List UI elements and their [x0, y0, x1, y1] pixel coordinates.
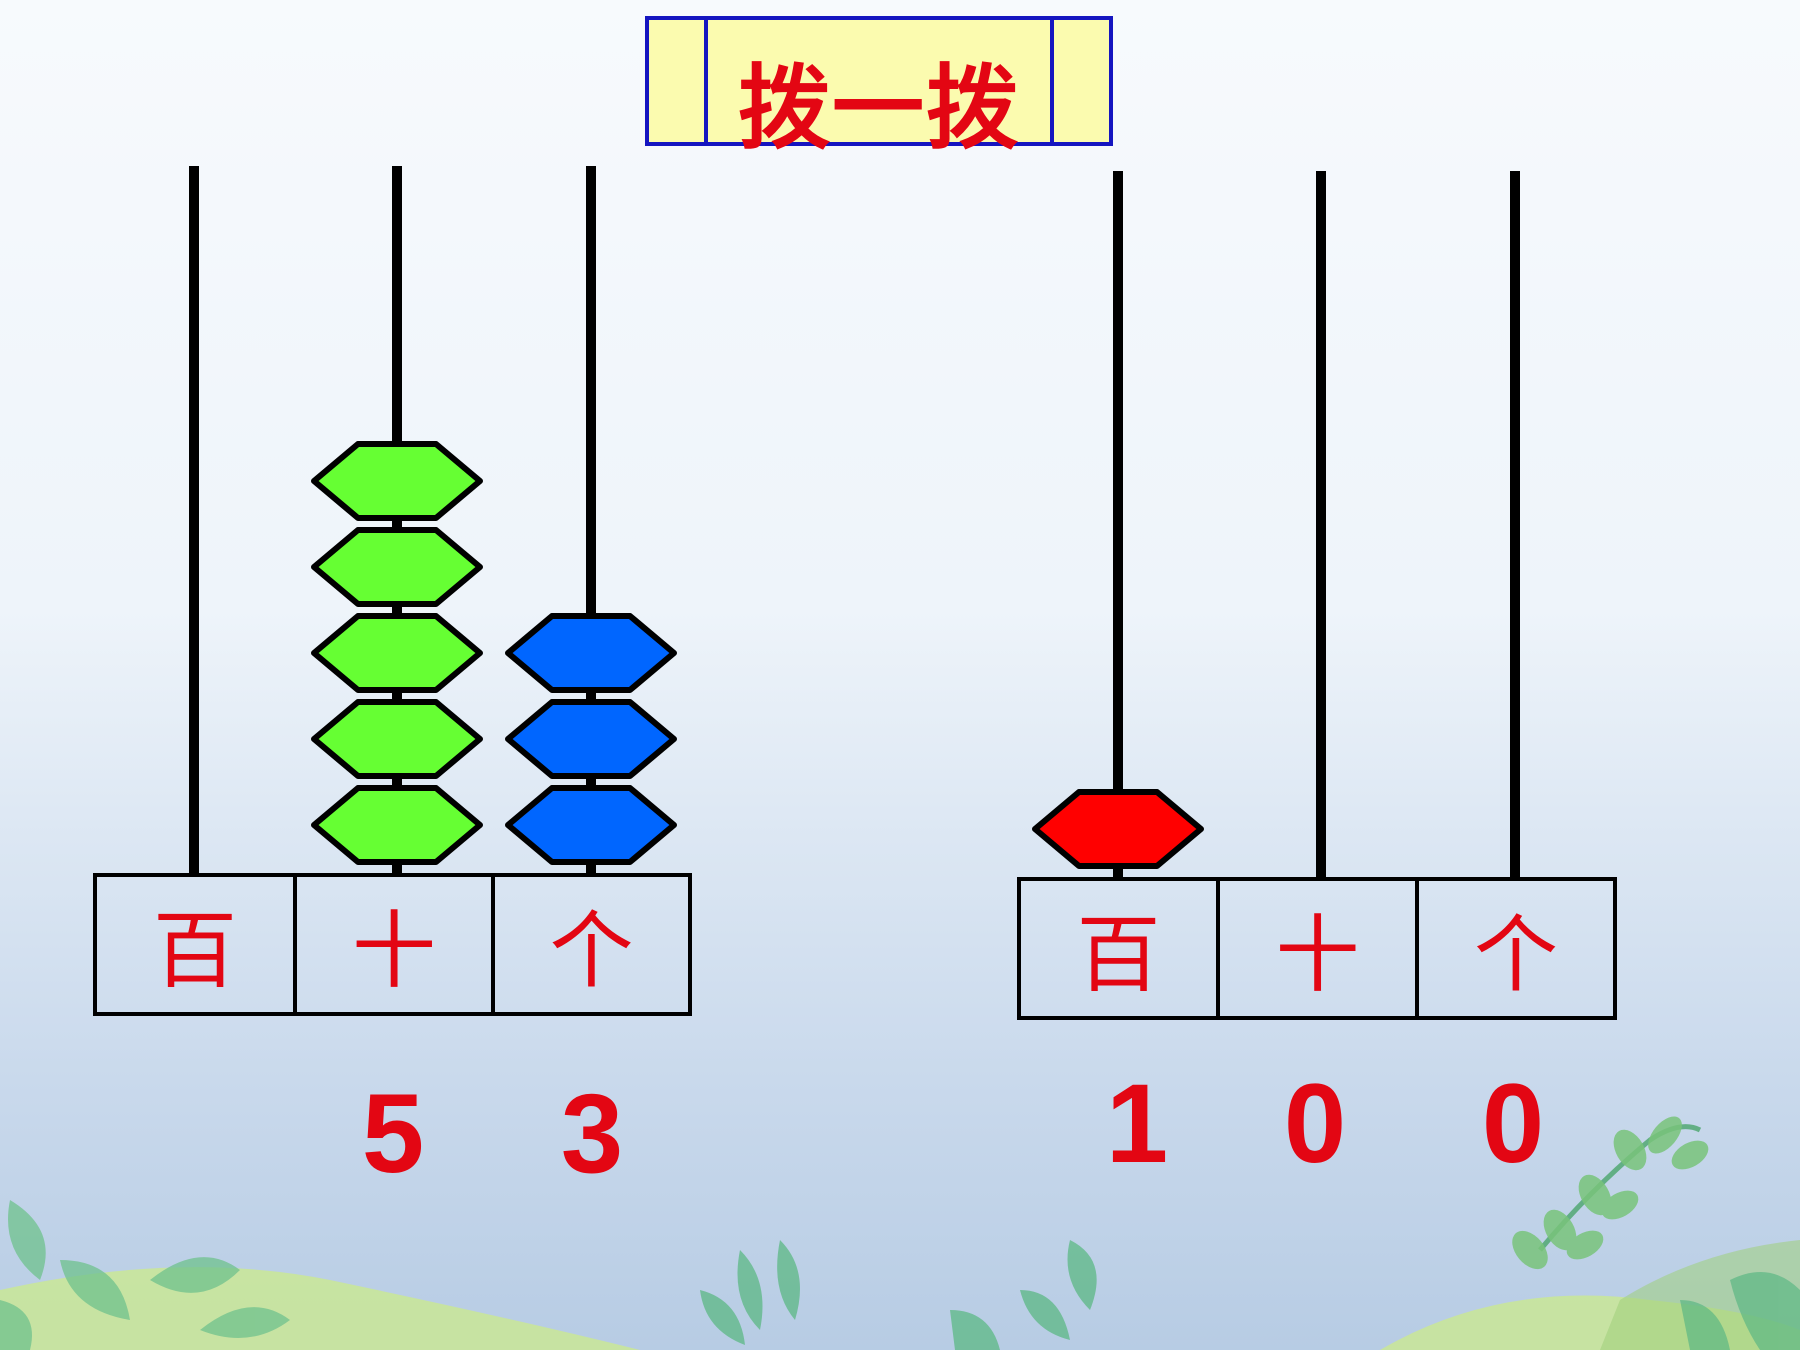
abacus-1-hundreds-box: 百 [93, 873, 297, 1016]
abacus-2-tens-label: 十 [1275, 906, 1360, 1004]
abacus-2-ones-box: 个 [1415, 877, 1617, 1020]
leaf-decoration-left [0, 1200, 290, 1350]
abacus-2-hundreds-bead[interactable] [1032, 789, 1204, 869]
abacus-1-hundreds-label: 百 [152, 902, 237, 1000]
abacus-2-hundreds-box: 百 [1017, 877, 1220, 1020]
abacus-2-ones-digit: 0 [1481, 1061, 1545, 1186]
abacus-1-tens-bead[interactable] [311, 613, 483, 693]
abacus-1-tens-box: 十 [293, 873, 495, 1016]
abacus-1-ones-box: 个 [491, 873, 692, 1016]
abacus-2-tens-box: 十 [1216, 877, 1419, 1020]
abacus-1-tens-bead[interactable] [311, 441, 483, 521]
abacus-1-ones-label: 个 [549, 902, 634, 1000]
leaf-decoration-center [700, 1240, 1097, 1350]
abacus-2-tens-digit: 0 [1283, 1061, 1347, 1186]
abacus-2-ones-label: 个 [1473, 906, 1558, 1004]
abacus-1-ones-bead[interactable] [505, 699, 677, 779]
title-banner: 拨一拨 [645, 16, 1113, 162]
abacus-1-tens-digit: 5 [361, 1071, 425, 1196]
abacus-2-hundreds-digit: 1 [1105, 1061, 1169, 1186]
abacus-1-tens-bead[interactable] [311, 527, 483, 607]
page-title: 拨一拨 [737, 55, 1020, 162]
leaf-decoration-right [1512, 1116, 1800, 1350]
abacus-1-ones-bead[interactable] [505, 785, 677, 865]
abacus-1-tens-bead[interactable] [311, 699, 483, 779]
title-banner-divider [704, 16, 1054, 146]
abacus-1-tens-bead[interactable] [311, 785, 483, 865]
abacus-1-tens-label: 十 [351, 902, 436, 1000]
abacus-1-ones-digit: 3 [560, 1071, 624, 1196]
abacus-2-hundreds-label: 百 [1076, 906, 1161, 1004]
abacus-1-ones-bead[interactable] [505, 613, 677, 693]
